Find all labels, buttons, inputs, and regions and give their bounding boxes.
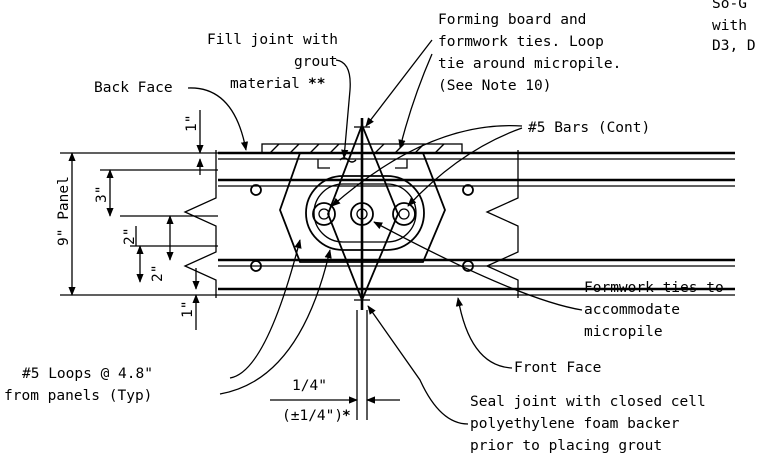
loop-inner [313,183,417,243]
tie-line-right [361,124,399,301]
gap-dim-label: 1/4" [292,378,327,394]
joint-outline [279,152,446,263]
dim-3in: 3" [94,186,110,203]
forming-label-3: tie around micropile. [438,56,621,72]
cropped-note-line-2: with [712,18,747,34]
precast-panels [183,150,735,298]
right-break-line [485,150,519,298]
bar-section-circle [462,260,474,272]
joint-assembly [279,118,446,420]
back-face-label: Back Face [94,80,173,96]
gap-tolerance-mark: * [342,408,351,424]
back-face-leader [187,87,249,151]
panel-depth-label: 9" Panel [56,176,72,246]
gap-tolerance-label: (±1/4") [282,408,343,424]
dim-2in-a: 2" [122,228,138,245]
bars-leader-2 [407,127,523,207]
bar-section-circle [250,260,262,272]
loops-leader-1 [229,239,302,379]
loops-label-2: from panels (Typ) [4,388,152,404]
forming-label-4: (See Note 10) [438,78,552,94]
bars-cont-label: #5 Bars (Cont) [528,120,650,136]
forming-leader-2 [398,53,433,149]
seal-leader [367,305,469,425]
loop-outer [305,175,425,251]
seal-label-3: prior to placing grout [470,438,662,454]
fill-joint-label-1: Fill joint with [207,32,338,48]
seal-label-1: Seal joint with closed cell [470,394,706,410]
front-face-leader [455,297,513,369]
dim-2in-b: 2" [150,265,166,282]
seal-label-2: polyethylene foam backer [470,416,680,432]
formwork-ties-label-3: micropile [584,324,663,340]
forming-label-2: formwork ties. Loop [438,34,604,50]
dim-1in-bottom: 1" [180,301,196,318]
formwork-ties-label-1: Formwork ties to [584,280,724,296]
loops-label-1: #5 Loops @ 4.8" [22,366,153,382]
left-break-line [183,150,217,298]
tie-line-left [327,124,363,301]
fill-joint-label-2: grout [294,54,338,70]
fill-joint-mark: ** [308,76,325,92]
cont-bar-right [392,202,416,226]
formwork-ties-label-2: accommodate [584,302,680,318]
fill-joint-label-3: material [230,76,300,92]
bars-leader-1 [331,124,523,207]
cropped-note-line-3: D3, D [712,38,756,54]
cropped-note-line-1: So-G [712,0,747,12]
formwork-ties-leader [373,221,583,311]
fill-joint-leader [335,59,351,159]
forming-label-1: Forming board and [438,12,586,28]
loops-leader-2 [219,249,332,395]
dim-1in-top: 1" [184,115,200,132]
cont-bar-left [312,202,336,226]
bar-section-circle [462,184,474,196]
bar-section-circle [250,184,262,196]
front-face-label: Front Face [514,360,601,376]
dimension-chain: 9" Panel 1" 3" 2" 2" 1" [56,110,218,330]
forming-leader-1 [365,39,433,127]
